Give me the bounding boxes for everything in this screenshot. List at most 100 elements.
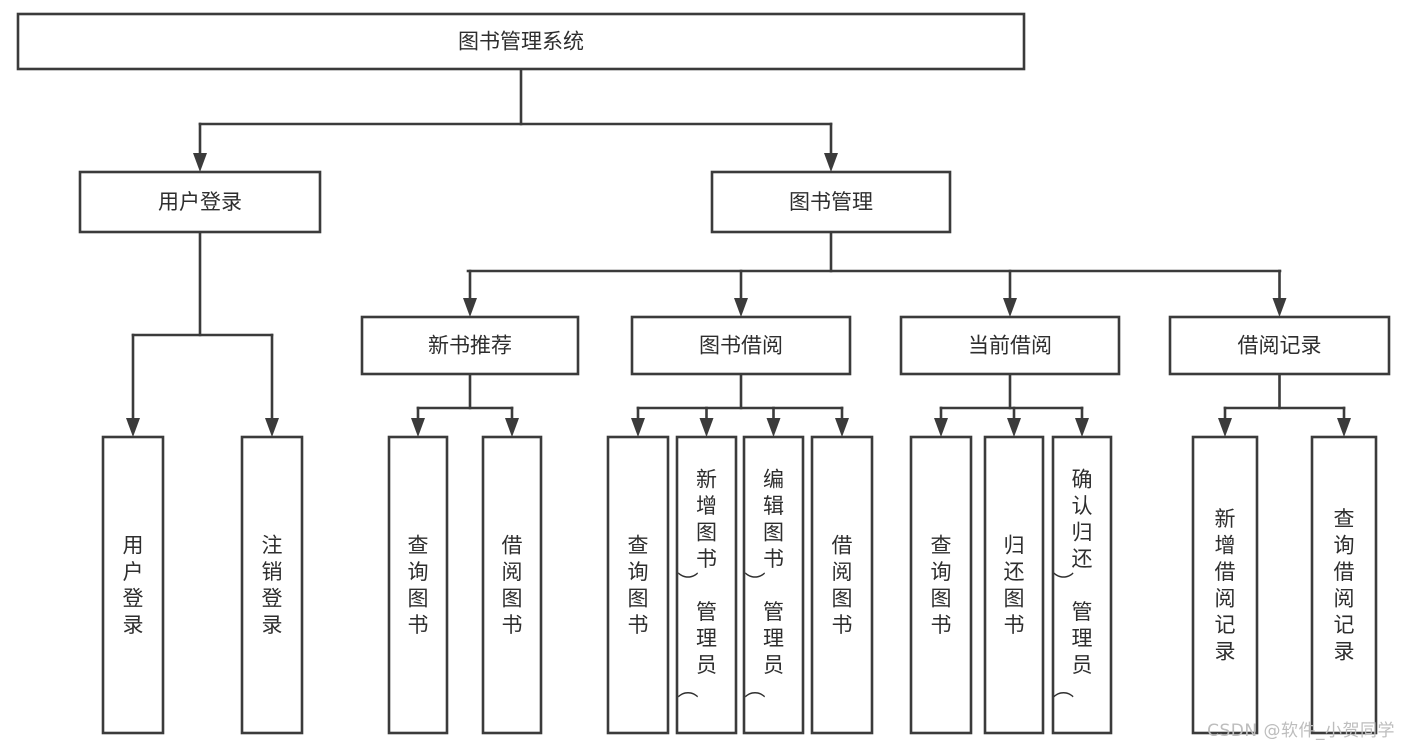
node-label: 新增图书（管理员） bbox=[677, 467, 717, 698]
arrow-head-icon bbox=[1075, 418, 1089, 437]
arrow-head-icon bbox=[1003, 298, 1017, 317]
diagram-node[interactable]: 确认归还（管理员） bbox=[1051, 435, 1113, 735]
node-box bbox=[360, 315, 580, 376]
node-box bbox=[909, 435, 973, 735]
arrow-head-icon bbox=[934, 418, 948, 437]
node-label: 查询借阅记录 bbox=[1334, 507, 1355, 664]
diagram-node[interactable]: 查询图书 bbox=[606, 435, 670, 735]
edge-n-new-to-l-n2 bbox=[505, 406, 519, 437]
node-label: 查询图书 bbox=[408, 534, 429, 638]
node-box bbox=[983, 435, 1045, 735]
diagram-node[interactable]: 图书借阅 bbox=[630, 315, 852, 376]
diagram-node[interactable]: 查询图书 bbox=[387, 435, 449, 735]
node-box bbox=[78, 170, 322, 234]
diagram-node[interactable]: 图书管理 bbox=[710, 170, 952, 234]
diagram-node[interactable]: 当前借阅 bbox=[899, 315, 1121, 376]
node-label: 查询图书 bbox=[931, 534, 952, 638]
diagram-node[interactable]: 借阅图书 bbox=[810, 435, 874, 735]
node-label: 编辑图书（管理员） bbox=[744, 467, 784, 698]
node-box bbox=[481, 435, 543, 735]
diagram-node[interactable]: 归还图书 bbox=[983, 435, 1045, 735]
diagram-node[interactable]: 查询借阅记录 bbox=[1310, 435, 1378, 735]
node-label: 归还图书 bbox=[1004, 534, 1025, 638]
node-box bbox=[240, 435, 304, 735]
node-label: 用户登录 bbox=[123, 534, 144, 638]
arrow-head-icon bbox=[1272, 298, 1287, 317]
node-box bbox=[606, 435, 670, 735]
arrow-head-icon bbox=[734, 298, 748, 317]
edge-n-bor-to-l-b3 bbox=[766, 406, 781, 437]
edge-n-bor-to-l-b2 bbox=[699, 406, 714, 437]
node-label: 图书管理系统 bbox=[458, 30, 584, 54]
arrow-head-icon bbox=[463, 298, 477, 317]
diagram-node[interactable]: 新增借阅记录 bbox=[1191, 435, 1259, 735]
node-layer: 图书管理系统用户登录图书管理新书推荐图书借阅当前借阅借阅记录用户登录注销登录查询… bbox=[16, 12, 1391, 735]
arrow-head-icon bbox=[835, 418, 849, 437]
node-box bbox=[1051, 435, 1113, 735]
node-label: 图书借阅 bbox=[699, 334, 783, 358]
diagram-node[interactable]: 用户登录 bbox=[101, 435, 165, 735]
edge-n-book-to-n-cur bbox=[1003, 269, 1017, 317]
edge-n-book-to-n-bor bbox=[734, 269, 748, 317]
arrow-head-icon bbox=[631, 418, 645, 437]
diagram-node[interactable]: 查询图书 bbox=[909, 435, 973, 735]
node-box bbox=[1191, 435, 1259, 735]
edge-n-user-to-l-u1 bbox=[126, 333, 140, 437]
diagram-node[interactable]: 编辑图书（管理员） bbox=[742, 435, 805, 735]
connector-new-bus bbox=[416, 372, 514, 410]
edge-n-cur-to-l-c3 bbox=[1075, 406, 1089, 437]
arrow-head-icon bbox=[1007, 418, 1021, 437]
diagram-node[interactable]: 新增图书（管理员） bbox=[675, 435, 738, 735]
connector-layer bbox=[126, 67, 1351, 437]
diagram-node[interactable]: 注销登录 bbox=[240, 435, 304, 735]
node-label: 查询图书 bbox=[628, 534, 649, 638]
edge-n-user-to-l-u2 bbox=[265, 333, 279, 437]
edge-n-rec-to-l-r1 bbox=[1218, 406, 1232, 437]
arrow-head-icon bbox=[265, 418, 279, 437]
connector-record-bus bbox=[1223, 372, 1346, 410]
node-box bbox=[630, 315, 852, 376]
node-label: 当前借阅 bbox=[968, 334, 1052, 358]
node-box bbox=[742, 435, 805, 735]
connector-book-bus bbox=[466, 230, 1282, 273]
arrow-head-icon bbox=[699, 418, 714, 437]
node-label: 借阅记录 bbox=[1238, 334, 1322, 358]
node-box bbox=[1310, 435, 1378, 735]
arrow-head-icon bbox=[126, 418, 140, 437]
node-box bbox=[710, 170, 952, 234]
node-box bbox=[675, 435, 738, 735]
node-box bbox=[387, 435, 449, 735]
node-label: 新书推荐 bbox=[428, 334, 512, 358]
diagram-node[interactable]: 借阅记录 bbox=[1168, 315, 1391, 376]
node-label: 确认归还（管理员） bbox=[1053, 467, 1093, 698]
diagram-node[interactable]: 新书推荐 bbox=[360, 315, 580, 376]
node-box bbox=[16, 12, 1026, 71]
node-label: 借阅图书 bbox=[502, 534, 523, 638]
node-box bbox=[899, 315, 1121, 376]
edge-root-to-n-book bbox=[824, 122, 838, 172]
connector-borrow-bus bbox=[636, 372, 844, 410]
edge-n-new-to-l-n1 bbox=[411, 406, 425, 437]
edge-n-book-to-n-new bbox=[463, 269, 477, 317]
node-label: 用户登录 bbox=[158, 190, 242, 214]
node-label: 图书管理 bbox=[789, 190, 873, 214]
edge-n-bor-to-l-b4 bbox=[835, 406, 849, 437]
node-box bbox=[1168, 315, 1391, 376]
node-label: 新增借阅记录 bbox=[1215, 507, 1236, 664]
diagram-node[interactable]: 图书管理系统 bbox=[16, 12, 1026, 71]
arrow-head-icon bbox=[1337, 418, 1351, 437]
edge-n-rec-to-l-r2 bbox=[1337, 406, 1351, 437]
edge-n-bor-to-l-b1 bbox=[631, 406, 645, 437]
node-box bbox=[101, 435, 165, 735]
connector-user-bus bbox=[131, 230, 274, 337]
diagram-node[interactable]: 用户登录 bbox=[78, 170, 322, 234]
edge-n-cur-to-l-c1 bbox=[934, 406, 948, 437]
edge-root-to-n-user bbox=[193, 122, 207, 172]
arrow-head-icon bbox=[411, 418, 425, 437]
arrow-head-icon bbox=[505, 418, 519, 437]
arrow-head-icon bbox=[766, 418, 781, 437]
diagram-node[interactable]: 借阅图书 bbox=[481, 435, 543, 735]
node-box bbox=[810, 435, 874, 735]
